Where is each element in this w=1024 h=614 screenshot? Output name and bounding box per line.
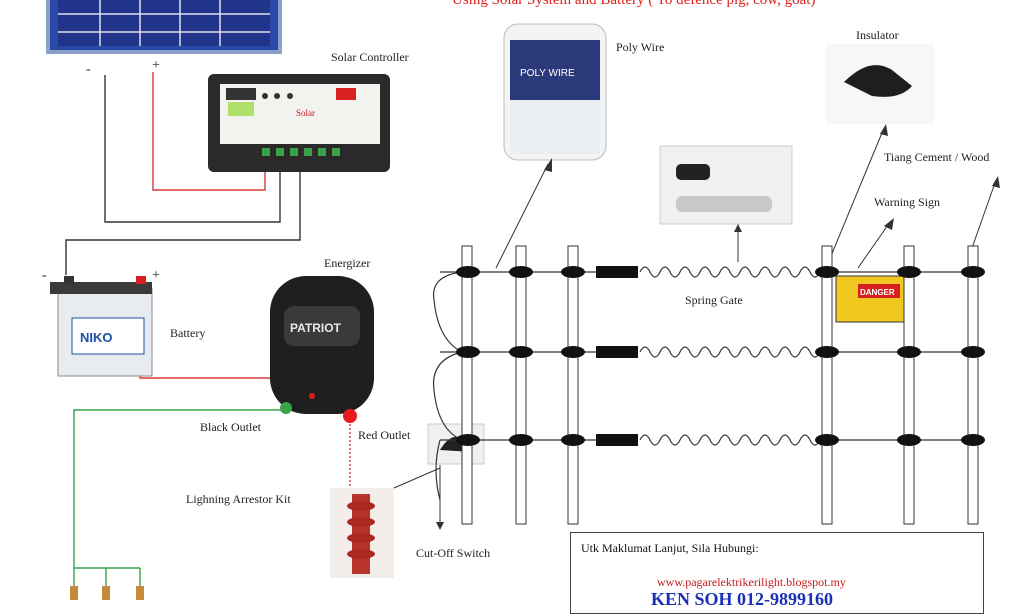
cutoff-switch-label: Cut-Off Switch bbox=[416, 546, 491, 560]
post-insulators bbox=[456, 266, 985, 446]
spring-gate-handle bbox=[659, 145, 793, 225]
gate-handles bbox=[596, 266, 638, 446]
red-outlet-terminal bbox=[343, 409, 357, 423]
battery-brand-text: NIKO bbox=[80, 330, 113, 345]
battery-plus-label: + bbox=[152, 268, 160, 283]
battery-energizer-wire bbox=[139, 290, 280, 379]
diagram-title: Using Solar System and Battery ( To defe… bbox=[452, 0, 816, 8]
poly-wire-spool: POLY WIRE bbox=[503, 23, 607, 161]
poly-wire-label: Poly Wire bbox=[616, 40, 665, 54]
energizer-label: Energizer bbox=[324, 256, 371, 270]
battery-label: Battery bbox=[170, 326, 206, 340]
lightning-arrestor bbox=[330, 488, 394, 578]
panel-negative-wire bbox=[104, 75, 281, 223]
black-outlet-terminal bbox=[280, 402, 292, 414]
energizer-brand-text: PATRIOT bbox=[290, 321, 342, 335]
spring-gate-label: Spring Gate bbox=[685, 293, 743, 307]
red-outlet-label: Red Outlet bbox=[358, 428, 411, 442]
solar-panel bbox=[46, 0, 282, 54]
ground-wire bbox=[73, 409, 290, 590]
spring-gates bbox=[639, 266, 821, 446]
panel-positive-wire bbox=[152, 72, 266, 191]
controller-brand-text: Solar bbox=[296, 108, 315, 118]
battery-minus-label: - bbox=[42, 268, 47, 283]
battery: NIKO bbox=[50, 276, 153, 377]
contact-url[interactable]: www.pagarelektrikerilight.blogspot.my bbox=[657, 575, 846, 589]
fence-posts bbox=[461, 245, 979, 525]
controller-battery-positive-wire bbox=[65, 170, 301, 275]
warning-sign-label: Warning Sign bbox=[874, 195, 941, 209]
panel-plus-label: + bbox=[152, 58, 160, 73]
solar-controller: Solar bbox=[208, 74, 390, 172]
lightning-arrestor-label: Lighning Arrestor Kit bbox=[186, 492, 291, 506]
poly-wire-brand-text: POLY WIRE bbox=[520, 68, 575, 79]
danger-text: DANGER bbox=[860, 288, 895, 297]
contact-box: Utk Maklumat Lanjut, Sila Hubungi: www.p… bbox=[570, 532, 984, 614]
fence-wiring-diagram: Solar NIKO PATRIOT bbox=[46, 0, 1000, 600]
warning-sign: DANGER bbox=[835, 275, 909, 323]
insulator-label: Insulator bbox=[856, 28, 899, 42]
energizer: PATRIOT bbox=[270, 276, 374, 423]
solar-controller-label: Solar Controller bbox=[331, 50, 409, 64]
ground-rods bbox=[70, 567, 144, 600]
panel-minus-label: - bbox=[86, 62, 91, 77]
black-outlet-label: Black Outlet bbox=[200, 420, 261, 434]
contact-heading: Utk Maklumat Lanjut, Sila Hubungi: bbox=[581, 541, 759, 555]
insulator-photo bbox=[826, 44, 934, 124]
tiang-label: Tiang Cement / Wood bbox=[884, 150, 990, 164]
